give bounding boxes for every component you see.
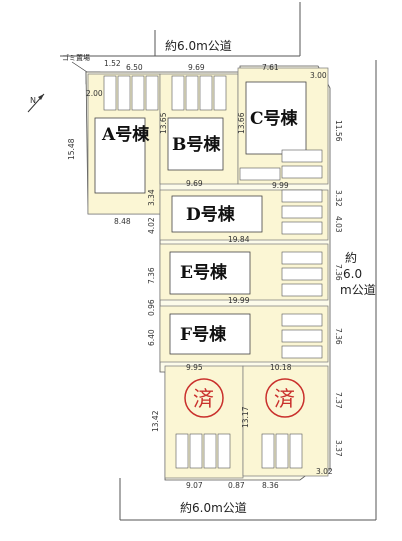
- dim-label: 7.36: [334, 264, 343, 281]
- sold-label-h: 済: [274, 387, 295, 411]
- dim-label: 13.42: [151, 410, 160, 432]
- dim-label: 0.96: [147, 299, 156, 316]
- dim-label: 10.18: [270, 363, 292, 372]
- dim-label: 13.17: [241, 406, 250, 428]
- compass-label: N: [30, 96, 36, 105]
- east-road-label-3: m公道: [340, 283, 376, 297]
- dim-label: 3.02: [316, 467, 333, 476]
- dim-label: 7.36: [334, 328, 343, 345]
- lot-label-b: B号棟: [172, 134, 221, 155]
- dim-label: 9.99: [272, 181, 289, 190]
- south-road-label: 約6.0m公道: [180, 500, 247, 515]
- building-d: [171, 195, 263, 233]
- lot-label-d: D号棟: [186, 204, 236, 225]
- dim-label: 4.02: [147, 217, 156, 234]
- east-road-label-1: 約: [345, 250, 357, 265]
- dim-label: 15.48: [67, 138, 76, 160]
- dim-label: 7.36: [147, 267, 156, 284]
- dim-label: 7.37: [334, 392, 343, 409]
- dim-label: 3.00: [310, 71, 327, 80]
- dim-label: 7.61: [262, 63, 279, 72]
- parking-north: [103, 75, 227, 111]
- sold-seal-h: 済: [265, 378, 305, 418]
- dim-label: 3.34: [147, 189, 156, 206]
- north-road-label: 約6.0m公道: [165, 38, 232, 53]
- dim-label: 6.40: [147, 329, 156, 346]
- dim-label: 9.69: [186, 179, 203, 188]
- dim-label: 1.52: [104, 59, 121, 68]
- dim-label: 13.65: [159, 112, 168, 134]
- dim-label: 19.84: [228, 235, 250, 244]
- dim-label: 13.66: [237, 112, 246, 134]
- lot-label-c: C号棟: [250, 108, 299, 129]
- dim-label: 9.69: [188, 63, 205, 72]
- parking-east: [239, 149, 323, 359]
- dim-label: 0.87: [228, 481, 245, 490]
- dim-label: 4.03: [334, 216, 343, 233]
- dim-label: 3.32: [334, 190, 343, 207]
- building-e: [169, 251, 251, 295]
- building-b: [167, 117, 224, 171]
- dim-label: 8.48: [114, 217, 131, 226]
- dim-label: 11.56: [334, 120, 343, 142]
- compass-icon: N: [27, 93, 45, 113]
- sold-label-g: 済: [193, 387, 214, 411]
- building-a: [94, 117, 146, 194]
- dim-label: 8.36: [262, 481, 279, 490]
- lot-label-a: A号棟: [101, 124, 150, 145]
- building-f: [169, 313, 251, 355]
- lot-label-f: F号棟: [180, 324, 227, 345]
- dim-label: 9.07: [186, 481, 203, 490]
- lot-label-e: E号棟: [180, 262, 228, 283]
- dim-label: 19.99: [228, 296, 250, 305]
- parking-south: [175, 433, 303, 469]
- sold-seal-g: 済: [184, 378, 224, 418]
- east-road-label-2: 6.0: [343, 267, 362, 281]
- dim-label: 9.95: [186, 363, 203, 372]
- dim-label: 3.37: [334, 440, 343, 457]
- building-c: [245, 81, 307, 155]
- garbage-area-label: ゴミ置場: [62, 53, 90, 62]
- dim-label: 6.50: [126, 63, 143, 72]
- dim-label: 2.00: [86, 89, 103, 98]
